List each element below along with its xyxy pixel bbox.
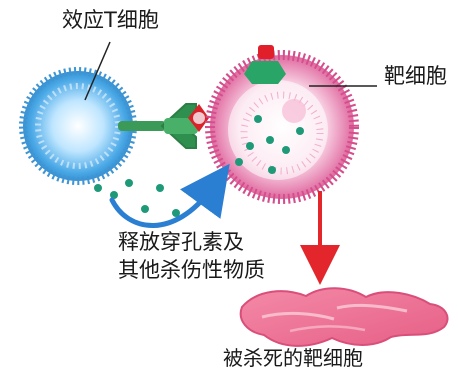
killed-target-cell [241,288,448,346]
released-molecules-line-2: 其他杀伤性物质 [118,256,265,284]
killed-target-cell-label: 被杀死的靶细胞 [223,346,363,370]
effector-t-cell [23,71,133,181]
release-flow-arrow [112,188,212,226]
target-cell-label: 靶细胞 [384,62,447,90]
effector-t-cell-label: 效应T细胞 [62,6,159,34]
released-molecules-label: 释放穿孔素及 其他杀伤性物质 [118,228,265,285]
released-molecules-line-1: 释放穿孔素及 [118,228,265,256]
